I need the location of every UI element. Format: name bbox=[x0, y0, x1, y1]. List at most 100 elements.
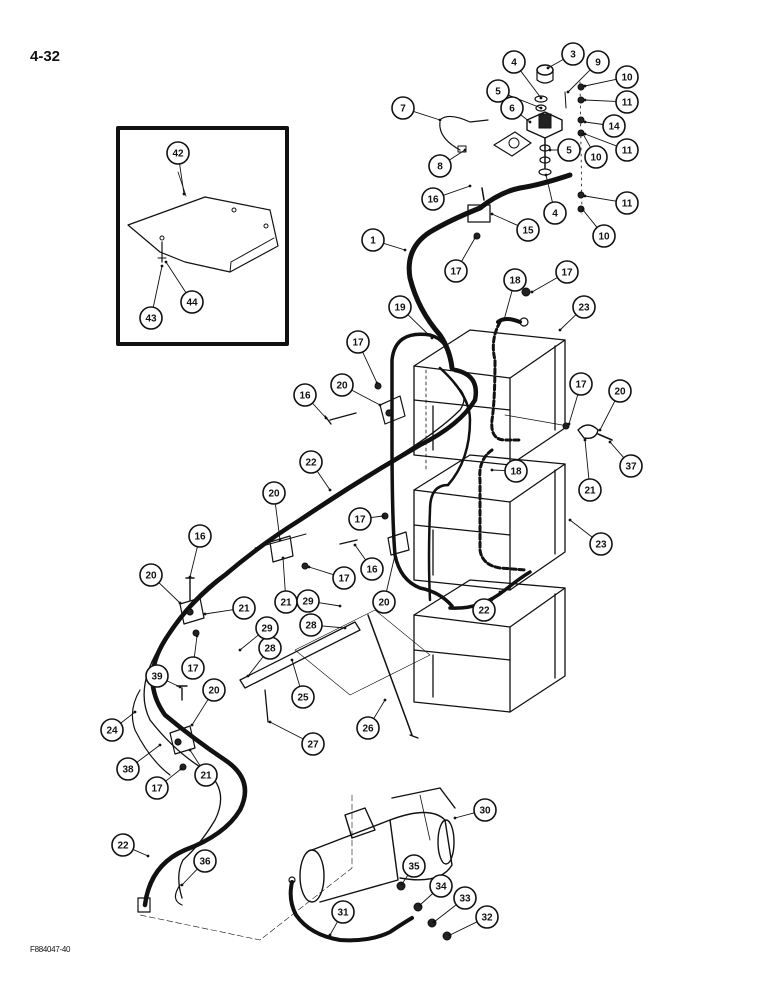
callout-leader-tip bbox=[353, 543, 357, 547]
callout-leader-tip bbox=[179, 767, 183, 771]
callout-leader-tip bbox=[383, 698, 387, 702]
callout-label: 33 bbox=[459, 894, 471, 905]
callout-circle bbox=[543, 201, 567, 225]
callout-circle bbox=[555, 260, 579, 284]
callout-label: 23 bbox=[595, 540, 607, 551]
page-number: 4-32 bbox=[30, 48, 61, 65]
callout-leader-tip bbox=[568, 518, 572, 522]
clamp-lower bbox=[169, 725, 196, 755]
callout-10: 10 bbox=[581, 132, 608, 169]
callout-leader-tip bbox=[438, 118, 442, 122]
callout-leader bbox=[531, 277, 558, 293]
callout-label: 21 bbox=[280, 598, 292, 609]
callout-circle bbox=[578, 478, 602, 502]
callout-leader bbox=[191, 699, 209, 726]
callout-leader bbox=[582, 133, 591, 148]
callout-circle bbox=[299, 450, 323, 474]
callout-leader-tip bbox=[164, 260, 168, 264]
callout-label: 14 bbox=[608, 122, 620, 133]
callout-circle bbox=[516, 218, 540, 242]
callout-label: 39 bbox=[151, 672, 163, 683]
callout-leader bbox=[329, 921, 338, 936]
callout-circle bbox=[421, 187, 445, 211]
cable-19 bbox=[390, 332, 454, 608]
callout-leader bbox=[158, 582, 181, 604]
callout-leader-tip bbox=[180, 883, 184, 887]
cable-1 bbox=[406, 172, 573, 371]
callout-circle bbox=[139, 563, 163, 587]
callout-35: 35 bbox=[400, 854, 426, 886]
callout-leader bbox=[316, 470, 331, 491]
callout-leader bbox=[584, 99, 617, 102]
callout-label: 17 bbox=[338, 574, 350, 585]
callout-leader-tip bbox=[343, 626, 347, 630]
callout-label: 10 bbox=[590, 153, 602, 164]
callout-leader-tip bbox=[133, 710, 137, 714]
callout-circle bbox=[299, 613, 323, 637]
callout-17: 17 bbox=[530, 260, 579, 294]
callout-circle bbox=[232, 596, 256, 620]
callout-leader-tip bbox=[160, 264, 164, 268]
callout-circle bbox=[139, 306, 163, 330]
callout-circle bbox=[602, 114, 626, 138]
callout-leader-tip bbox=[581, 132, 585, 136]
callout-leader bbox=[370, 515, 384, 519]
callout-circle bbox=[584, 145, 608, 169]
callout-leader bbox=[351, 389, 381, 406]
callout-leader-tip bbox=[393, 553, 397, 557]
callout-21: 21 bbox=[188, 748, 218, 787]
callout-leader-tip bbox=[238, 648, 242, 652]
callout-22: 22 bbox=[472, 590, 502, 622]
callout-leader-tip bbox=[583, 438, 587, 442]
callout-leader bbox=[321, 625, 346, 629]
hold-down-bar bbox=[239, 621, 361, 689]
callout-label: 22 bbox=[117, 841, 129, 852]
callout-circle bbox=[429, 874, 453, 898]
callout-leader-tip bbox=[281, 556, 285, 560]
callout-leader bbox=[609, 441, 625, 459]
callout-circle bbox=[608, 379, 632, 403]
callout-leader-tip bbox=[583, 194, 587, 198]
callout-circle bbox=[504, 459, 528, 483]
callout-leader bbox=[152, 265, 163, 308]
callout-21: 21 bbox=[274, 556, 298, 614]
callout-24: 24 bbox=[100, 710, 137, 742]
callout-16: 16 bbox=[353, 543, 384, 581]
callout-label: 5 bbox=[566, 146, 572, 157]
callout-leader-tip bbox=[558, 328, 562, 332]
callout-circle bbox=[301, 732, 325, 756]
callout-circle bbox=[356, 716, 380, 740]
callout-label: 10 bbox=[621, 73, 633, 84]
callout-39: 39 bbox=[145, 664, 182, 689]
callout-label: 34 bbox=[435, 882, 447, 893]
callout-leader bbox=[179, 163, 185, 195]
callout-26: 26 bbox=[356, 698, 387, 740]
callout-circle bbox=[180, 290, 204, 314]
callout-label: 8 bbox=[437, 162, 443, 173]
callout-leader-tip bbox=[268, 720, 272, 724]
callout-38: 38 bbox=[116, 743, 162, 781]
callout-32: 32 bbox=[448, 905, 499, 937]
callout-1: 1 bbox=[361, 228, 407, 252]
callout-label: 31 bbox=[337, 908, 349, 919]
callout-leader bbox=[383, 242, 406, 251]
callout-leader-tip bbox=[278, 538, 282, 542]
callout-leader bbox=[419, 893, 434, 906]
callout-label: 37 bbox=[625, 462, 637, 473]
callout-leader bbox=[584, 439, 590, 480]
callout-leader bbox=[491, 469, 506, 471]
clamp-battery-side bbox=[387, 531, 410, 556]
callout-leader bbox=[193, 635, 198, 658]
callout-20: 20 bbox=[139, 563, 182, 605]
callout-leader bbox=[165, 768, 182, 782]
callout-5: 5 bbox=[548, 138, 581, 162]
callout-11: 11 bbox=[583, 191, 639, 215]
callout-label: 11 bbox=[622, 98, 633, 109]
callout-21: 21 bbox=[203, 596, 256, 620]
callout-4: 4 bbox=[502, 50, 543, 100]
callout-leader bbox=[569, 519, 593, 538]
callout-label: 20 bbox=[268, 489, 280, 500]
callout-leader-tip bbox=[539, 96, 543, 100]
callout-leader-tip bbox=[544, 173, 548, 177]
